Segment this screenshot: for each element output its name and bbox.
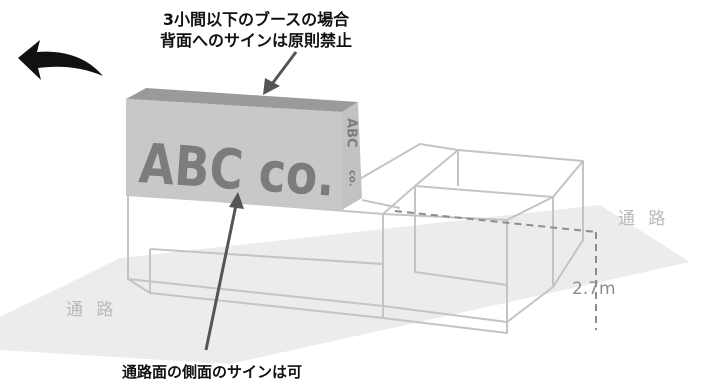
sign-box: ABC co. ABC co. — [126, 88, 362, 210]
curved-back-arrow — [18, 40, 103, 80]
pointer-arrow-bottom — [204, 192, 244, 351]
sign-front — [126, 99, 342, 210]
booth-outline — [127, 143, 584, 334]
aisle-label-left: 通 路 — [66, 300, 117, 320]
floor-plane — [0, 205, 690, 364]
sign-side — [342, 102, 362, 210]
caption-top-line2: 背面へのサインは原則禁止 — [160, 31, 352, 50]
dashed-guide-top — [394, 210, 597, 233]
caption-top-line1: 3小間以下のブースの場合 — [163, 10, 350, 29]
sign-side-text-small: co. — [347, 170, 358, 187]
caption-bottom: 通路面の側面のサインは可 — [122, 363, 302, 381]
pointer-arrow-top — [263, 51, 298, 95]
height-label: 2.7m — [572, 279, 616, 299]
sign-top — [126, 88, 358, 112]
sign-side-text: ABC — [344, 118, 359, 148]
aisle-label-right: 通 路 — [618, 209, 669, 229]
